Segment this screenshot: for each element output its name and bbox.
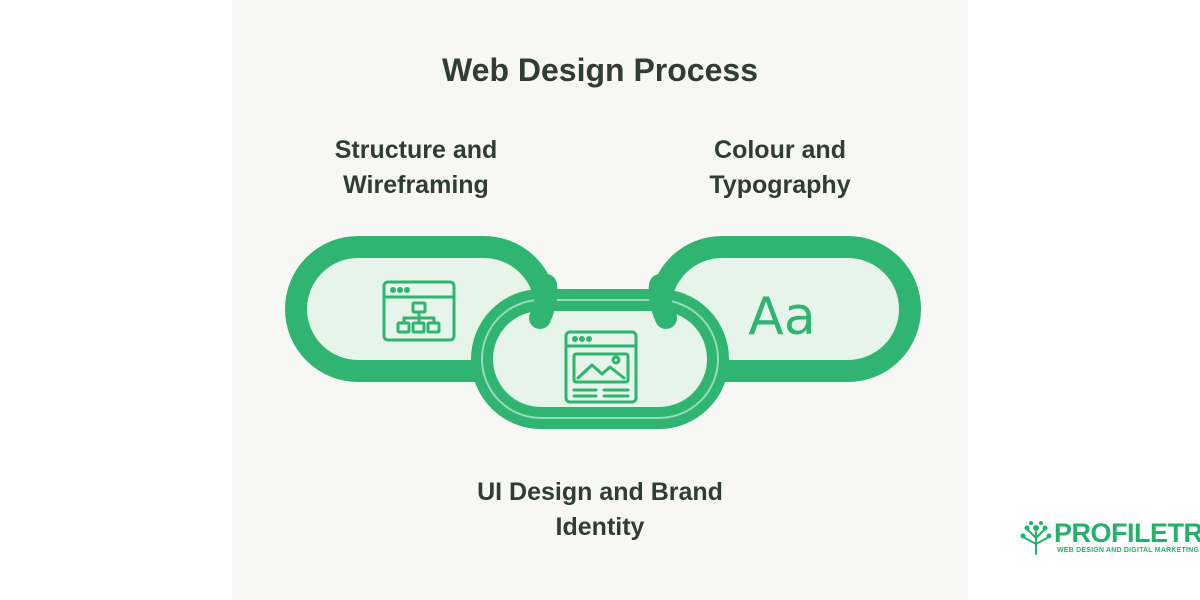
logo-tagline: WEB DESIGN AND DIGITAL MARKETING — [1057, 547, 1199, 554]
web-layout-image-icon — [564, 330, 638, 404]
label-ui-design-brand: UI Design and Brand Identity — [420, 475, 780, 545]
tree-icon — [1020, 521, 1052, 555]
label-left-line-2: Wireframing — [343, 171, 489, 199]
label-bottom-line-1: UI Design and Brand — [477, 478, 723, 506]
typography-aa-icon: Aa — [748, 287, 815, 347]
chain-overlap-right — [648, 274, 677, 329]
profiletree-logo: PROFILETREE WEB DESIGN AND DIGITAL MARKE… — [1020, 518, 1200, 558]
label-bottom-line-2: Identity — [555, 513, 645, 541]
label-right-line-2: Typography — [709, 171, 851, 199]
label-left-line-1: Structure and — [334, 136, 498, 164]
diagram-title: Web Design Process — [442, 52, 758, 88]
logo-wordmark: PROFILETREE — [1054, 518, 1200, 548]
label-structure-wireframing: Structure and Wireframing — [296, 133, 536, 203]
chain-overlap-left — [529, 274, 558, 329]
label-colour-typography: Colour and Typography — [660, 133, 900, 203]
sitemap-wireframe-icon — [382, 280, 456, 342]
chain-link-center — [471, 289, 729, 429]
label-right-line-1: Colour and — [714, 136, 846, 164]
